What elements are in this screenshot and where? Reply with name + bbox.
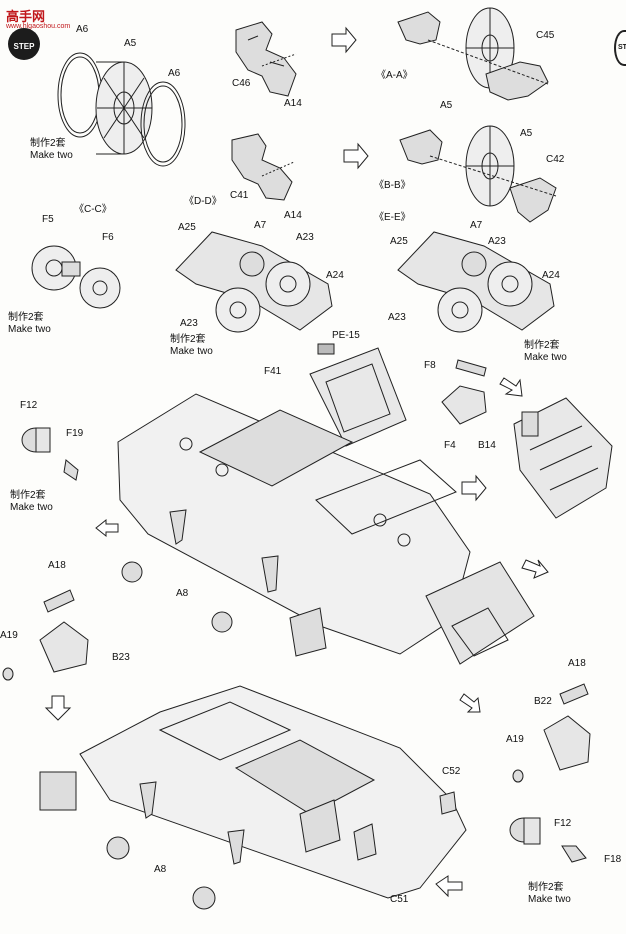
label-a5-bb: A5 xyxy=(520,128,533,139)
note-cn: 制作2套 xyxy=(524,340,560,351)
label-a24-dd: A24 xyxy=(326,270,344,281)
sprocket-f5-f6 xyxy=(31,245,121,309)
note-cn: 制作2套 xyxy=(528,882,564,893)
label-b22: B22 xyxy=(534,696,552,707)
label-a23-ee-bottom: A23 xyxy=(388,312,406,323)
next-step-badge: ST xyxy=(614,30,626,66)
label-a23-dd-top: A23 xyxy=(296,232,314,243)
site-logo-title: 高手网 xyxy=(6,9,46,24)
label-a24-ee: A24 xyxy=(542,270,560,281)
label-a5-top: A5 xyxy=(124,38,137,49)
label-a8-upper: A8 xyxy=(176,588,189,599)
part-f12-f19 xyxy=(21,427,79,481)
note-cn: 制作2套 xyxy=(10,490,46,501)
suspension-dd xyxy=(175,231,333,333)
label-f19: F19 xyxy=(66,428,84,439)
label-view-cc: 《C-C》 xyxy=(74,204,112,215)
label-a18-left: A18 xyxy=(48,560,66,571)
label-a5-aa: A5 xyxy=(440,100,453,111)
label-f18: F18 xyxy=(604,854,622,865)
note-make-two-3: 制作2套 Make two xyxy=(170,334,213,358)
label-view-dd: 《D-D》 xyxy=(184,196,222,207)
site-logo: 高手网 www.hlgaoshou.com xyxy=(6,6,70,30)
site-logo-url: www.hlgaoshou.com xyxy=(6,23,71,30)
label-a25-dd: A25 xyxy=(178,222,196,233)
label-f12-left: F12 xyxy=(20,400,38,411)
step-label: STEP xyxy=(13,42,35,51)
note-make-two-6: 制作2套 Make two xyxy=(528,882,571,906)
wheel-assembly-a5 xyxy=(57,52,186,167)
assembly-b23 xyxy=(2,589,89,681)
label-a7-ee: A7 xyxy=(470,220,483,231)
label-a19-right: A19 xyxy=(506,734,524,745)
label-c45: C45 xyxy=(536,30,555,41)
label-c46: C46 xyxy=(232,78,251,89)
note-en: Make two xyxy=(528,894,571,905)
label-view-ee: 《E-E》 xyxy=(374,212,411,223)
lower-hull xyxy=(39,685,467,910)
label-b23: B23 xyxy=(112,652,130,663)
assembly-b14 xyxy=(513,397,613,519)
label-f4: F4 xyxy=(444,440,456,451)
label-a23-dd-bottom: A23 xyxy=(180,318,198,329)
label-a14-bottom: A14 xyxy=(284,210,302,221)
part-f12-f18 xyxy=(509,817,587,863)
label-f8: F8 xyxy=(424,360,436,371)
note-cn: 制作2套 xyxy=(30,138,66,149)
label-c42: C42 xyxy=(546,154,565,165)
note-en: Make two xyxy=(170,346,213,357)
label-a18-right: A18 xyxy=(568,658,586,669)
label-f12-right: F12 xyxy=(554,818,572,829)
assembly-aa xyxy=(397,7,549,101)
assembly-bb xyxy=(399,125,557,223)
bracket-c41-a14 xyxy=(231,133,295,201)
note-en: Make two xyxy=(10,502,53,513)
assembly-b22 xyxy=(512,683,591,783)
note-cn: 制作2套 xyxy=(8,312,44,323)
note-en: Make two xyxy=(30,150,73,161)
label-c52: C52 xyxy=(442,766,461,777)
label-view-bb: 《B-B》 xyxy=(374,180,411,191)
label-a14-top: A14 xyxy=(284,98,302,109)
label-a25-ee: A25 xyxy=(390,236,408,247)
label-c41: C41 xyxy=(230,190,249,201)
note-make-two-1: 制作2套 Make two xyxy=(30,138,73,162)
note-en: Make two xyxy=(524,352,567,363)
label-f6: F6 xyxy=(102,232,114,243)
label-a6-right: A6 xyxy=(168,68,181,79)
upper-hull xyxy=(117,393,535,665)
label-a19-left: A19 xyxy=(0,630,18,641)
suspension-ee xyxy=(397,231,555,333)
label-c51: C51 xyxy=(390,894,409,905)
step-badge: STEP xyxy=(8,28,40,60)
label-a7-dd: A7 xyxy=(254,220,267,231)
label-a8-lower: A8 xyxy=(154,864,167,875)
note-make-two-5: 制作2套 Make two xyxy=(10,490,53,514)
label-f41: F41 xyxy=(264,366,282,377)
note-cn: 制作2套 xyxy=(170,334,206,345)
label-a23-ee-top: A23 xyxy=(488,236,506,247)
note-en: Make two xyxy=(8,324,51,335)
part-f4-f8 xyxy=(441,359,487,425)
flow-arrows xyxy=(44,26,549,898)
label-b14: B14 xyxy=(478,440,496,451)
label-pe15: PE-15 xyxy=(332,330,360,341)
label-a6-top: A6 xyxy=(76,24,89,35)
note-make-two-2: 制作2套 Make two xyxy=(8,312,51,336)
next-step-label: ST xyxy=(618,44,626,51)
plate-f41 xyxy=(309,343,407,447)
note-make-two-4: 制作2套 Make two xyxy=(524,340,567,364)
label-view-aa: 《A-A》 xyxy=(376,70,413,81)
bracket-c46-a14 xyxy=(235,21,297,97)
label-f5: F5 xyxy=(42,214,54,225)
